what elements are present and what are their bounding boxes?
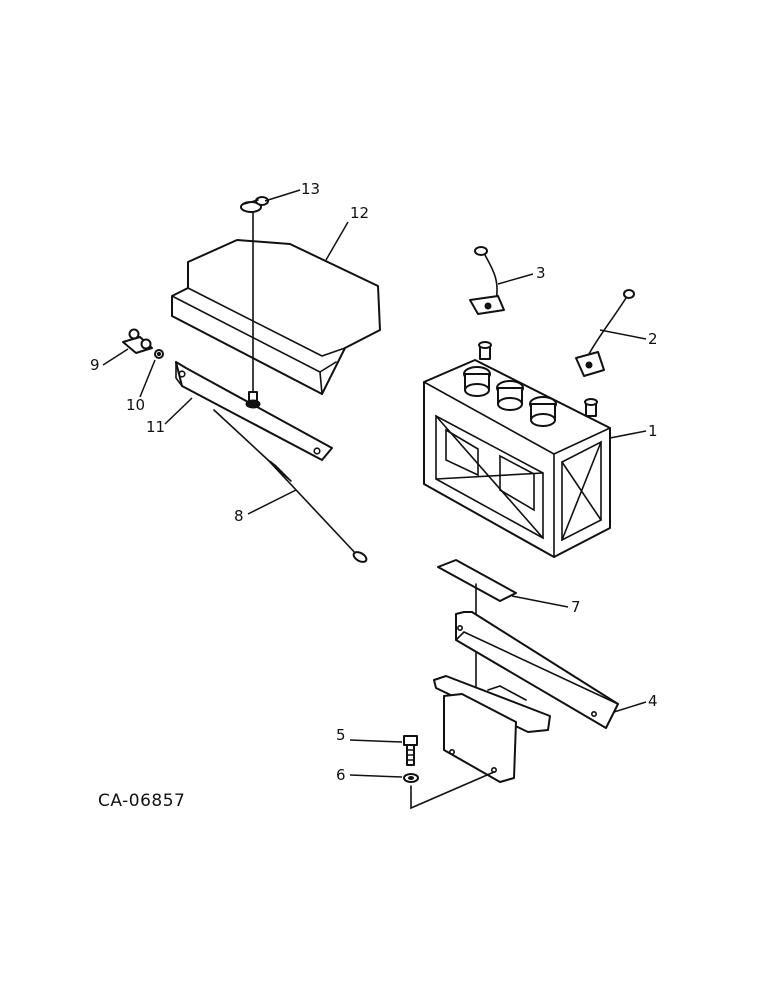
- callout-9: 9: [90, 356, 100, 374]
- hold-down-rod: [213, 391, 368, 563]
- battery-cable-long: [575, 289, 635, 377]
- callout-11: 11: [146, 418, 165, 436]
- callout-10: 10: [126, 396, 145, 414]
- callouts: 13 12 3 2 1 4 7 5 6 8 9 10 11: [90, 180, 658, 784]
- callout-7: 7: [571, 598, 581, 616]
- leader-lines: [102, 189, 647, 778]
- hold-down-bar: [175, 361, 333, 461]
- battery-cable-short: [469, 246, 505, 315]
- callout-12: 12: [350, 204, 369, 222]
- drawing-number: CA-06857: [98, 791, 186, 811]
- bolt-assembly-line: [410, 771, 495, 810]
- nut-and-washer: [122, 328, 164, 359]
- callout-13: 13: [301, 180, 320, 198]
- battery: [423, 341, 611, 558]
- battery-pad: [437, 559, 517, 602]
- callout-8: 8: [234, 507, 244, 525]
- callout-2: 2: [648, 330, 658, 348]
- battery-cover: [171, 239, 381, 395]
- lock-washer: [403, 773, 419, 783]
- callout-1: 1: [648, 422, 658, 440]
- wing-nut: [240, 196, 269, 213]
- battery-bracket: [433, 611, 619, 783]
- callout-5: 5: [336, 726, 346, 744]
- callout-6: 6: [336, 766, 346, 784]
- callout-3: 3: [536, 264, 546, 282]
- mounting-bolt: [403, 735, 418, 766]
- callout-4: 4: [648, 692, 658, 710]
